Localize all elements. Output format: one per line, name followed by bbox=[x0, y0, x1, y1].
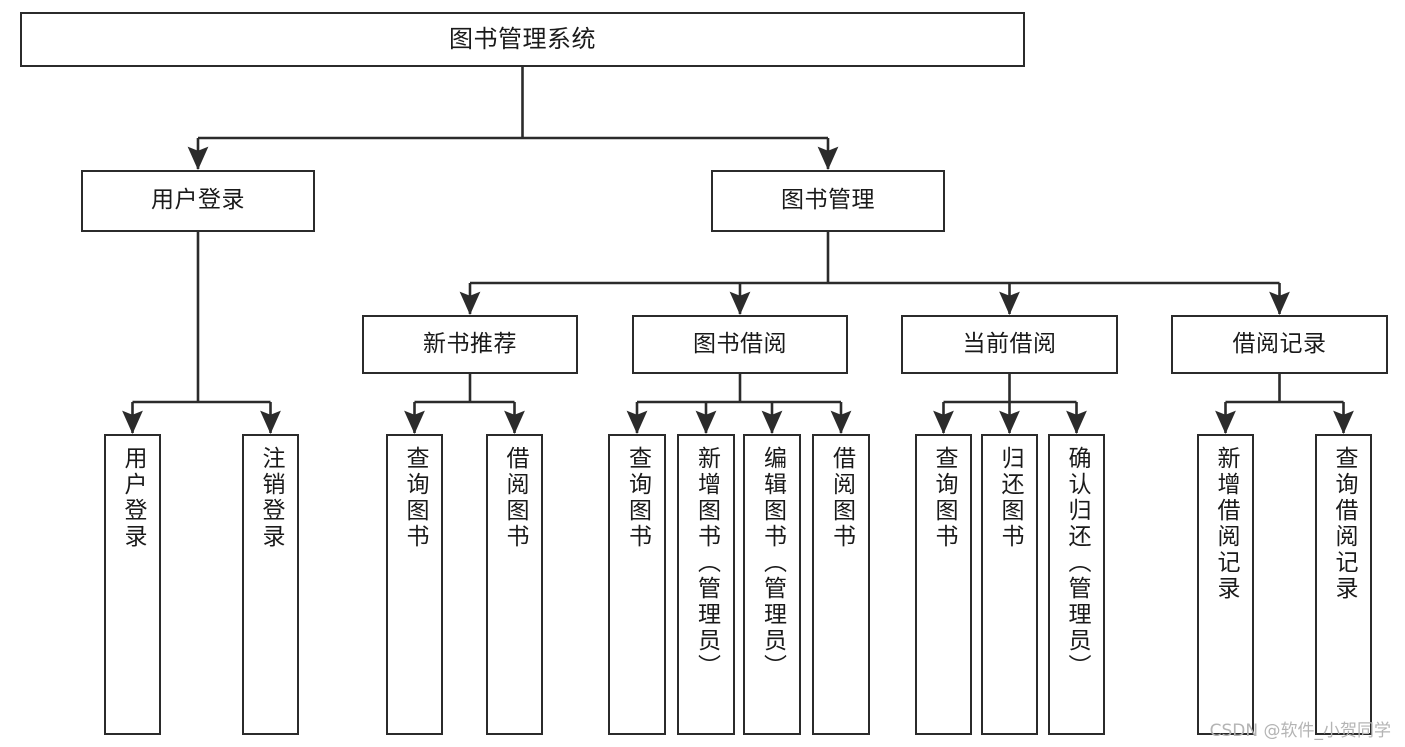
node-l_login[interactable]: 用户登录 bbox=[104, 434, 161, 735]
node-newbook[interactable]: 新书推荐 bbox=[362, 315, 578, 374]
node-l_cb_confirm[interactable]: 确认归还（管理员） bbox=[1048, 434, 1105, 735]
node-borrow[interactable]: 图书借阅 bbox=[632, 315, 848, 374]
node-label: 借阅图书 bbox=[502, 446, 528, 550]
node-label: 归还图书 bbox=[997, 446, 1023, 550]
node-label: 用户登录 bbox=[151, 187, 245, 214]
node-l_bb_query[interactable]: 查询图书 bbox=[608, 434, 666, 735]
node-current[interactable]: 当前借阅 bbox=[901, 315, 1118, 374]
node-label: 编辑图书（管理员） bbox=[759, 446, 786, 680]
watermark-text: CSDN @软件_小贺同学 bbox=[1209, 721, 1391, 741]
node-l_rc_add[interactable]: 新增借阅记录 bbox=[1197, 434, 1254, 735]
node-label: 注销登录 bbox=[258, 446, 284, 550]
node-label: 用户登录 bbox=[120, 446, 146, 550]
node-label: 新增借阅记录 bbox=[1213, 446, 1239, 602]
node-label: 借阅记录 bbox=[1232, 330, 1327, 357]
node-label: 新增图书（管理员） bbox=[693, 446, 720, 680]
node-l_bb_lend[interactable]: 借阅图书 bbox=[812, 434, 870, 735]
node-label: 新书推荐 bbox=[423, 330, 517, 357]
node-l_rc_query[interactable]: 查询借阅记录 bbox=[1315, 434, 1372, 735]
node-bookmgmt[interactable]: 图书管理 bbox=[711, 170, 945, 232]
node-label: 查询图书 bbox=[402, 446, 428, 550]
node-label: 图书管理 bbox=[781, 187, 875, 214]
node-label: 当前借阅 bbox=[962, 330, 1057, 357]
node-label: 借阅图书 bbox=[828, 446, 855, 550]
node-label: 查询借阅记录 bbox=[1331, 446, 1357, 602]
node-label: 图书管理系统 bbox=[449, 25, 596, 54]
node-records[interactable]: 借阅记录 bbox=[1171, 315, 1388, 374]
node-label: 确认归还（管理员） bbox=[1064, 446, 1090, 680]
node-l_nb_query[interactable]: 查询图书 bbox=[386, 434, 443, 735]
node-label: 图书借阅 bbox=[693, 330, 787, 357]
node-l_bb_edit[interactable]: 编辑图书（管理员） bbox=[743, 434, 801, 735]
node-login[interactable]: 用户登录 bbox=[81, 170, 315, 232]
node-l_nb_borrow[interactable]: 借阅图书 bbox=[486, 434, 543, 735]
node-label: 查询图书 bbox=[931, 446, 957, 550]
node-root[interactable]: 图书管理系统 bbox=[20, 12, 1025, 67]
node-l_bb_add[interactable]: 新增图书（管理员） bbox=[677, 434, 735, 735]
node-l_logout[interactable]: 注销登录 bbox=[242, 434, 299, 735]
node-l_cb_return[interactable]: 归还图书 bbox=[981, 434, 1038, 735]
node-l_cb_query[interactable]: 查询图书 bbox=[915, 434, 972, 735]
node-label: 查询图书 bbox=[624, 446, 651, 550]
